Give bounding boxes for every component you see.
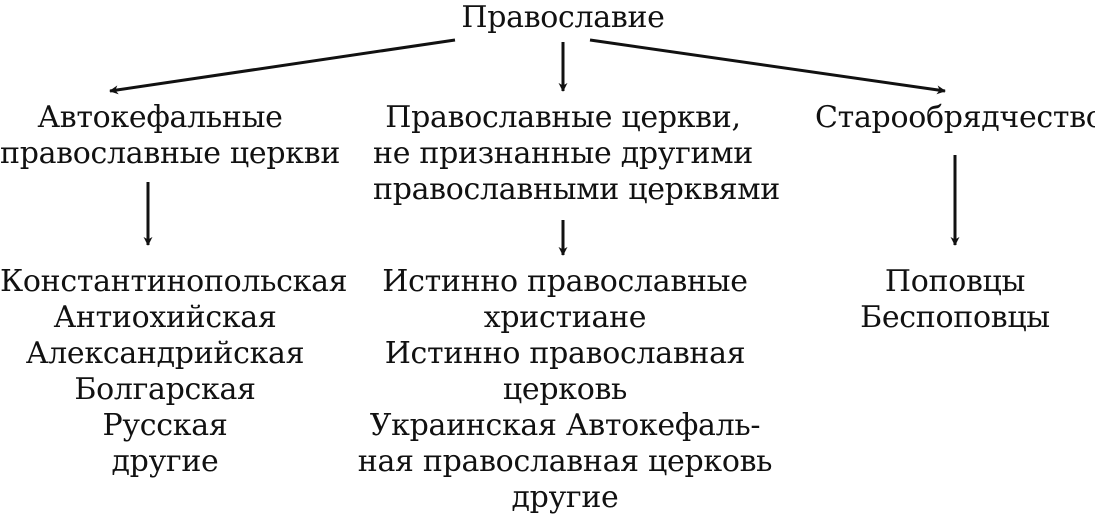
list-item: Беспоповцы [860,300,1050,335]
list-item: Константинопольская [0,264,348,299]
root-label: Православие [413,0,713,36]
list-item: Истинно православная [384,336,746,371]
list-item: церковь [502,372,628,407]
list-item: Александрийская [25,336,305,371]
heading-line: православными церквями [373,172,780,207]
branch-list-unrecognized: Истинно православные христиане Истинно п… [355,264,775,516]
list-item: Русская [102,408,228,443]
heading-line: православные церкви [0,136,341,171]
list-item: Украинская Автокефаль- [369,408,761,443]
root-text: Православие [461,0,665,35]
heading-line: Автокефальные [37,100,283,135]
list-item: другие [111,444,219,479]
heading-line: Старообрядчество [815,100,1095,135]
branch-heading-autocephalous: Автокефальные православные церкви [0,100,341,172]
arrow-root-to-old-believers [589,38,946,95]
list-item: Истинно православные [382,264,748,299]
list-item: Антиохийская [53,300,277,335]
heading-line: Православные церкви, [385,100,741,135]
list-item: Поповцы [884,264,1026,299]
list-item: другие [511,480,619,515]
branch-list-old-believers: Поповцы Беспоповцы [835,264,1075,336]
branch-list-autocephalous: Константинопольская Антиохийская Алексан… [0,264,348,480]
arrow-root-to-autocephalous [109,38,456,95]
list-item: Болгарская [74,372,256,407]
list-item: ная православная церковь [357,444,773,479]
list-item: христиане [483,300,647,335]
branch-heading-unrecognized: Православные церкви, не признанные други… [373,100,780,208]
branch-heading-old-believers: Старообрядчество [815,100,1095,136]
heading-line: не признанные другими [373,136,753,171]
